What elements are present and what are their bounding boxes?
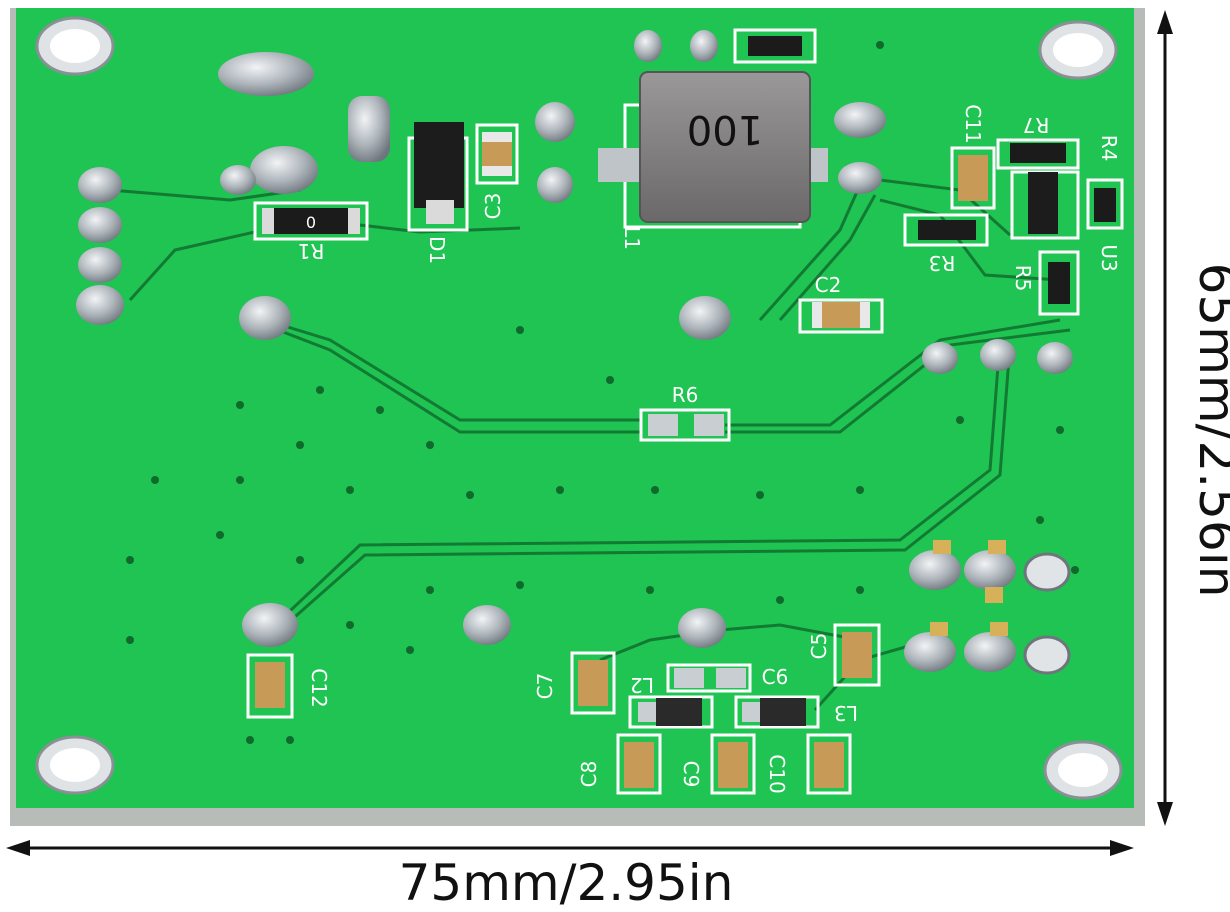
solder-joints (76, 30, 1073, 675)
label-l2: L2 (630, 673, 654, 697)
label-l1: L1 (620, 226, 644, 250)
label-c9: C9 (679, 761, 703, 788)
pcb-vias (126, 41, 1079, 744)
height-dimension-label: 65mm/2.56in (1188, 263, 1230, 598)
width-dimension-label: 75mm/2.95in (399, 854, 734, 912)
label-r1: R1 (298, 239, 325, 263)
label-r6: R6 (672, 383, 699, 407)
label-c5: C5 (807, 633, 831, 660)
label-c7: C7 (533, 673, 557, 700)
silkscreen-outlines (246, 28, 1124, 795)
label-c11: C11 (961, 104, 985, 143)
r1-marking: 0 (306, 213, 316, 232)
label-c12: C12 (307, 668, 331, 707)
dimension-arrows (6, 10, 1173, 856)
label-c2: C2 (815, 273, 842, 297)
pcb-board (16, 8, 1134, 808)
label-c10: C10 (765, 754, 789, 793)
label-c8: C8 (577, 761, 601, 788)
label-c3: C3 (481, 193, 505, 220)
label-r7: R7 (1023, 113, 1050, 137)
mounting-holes (35, 16, 1123, 800)
label-d1: D1 (425, 236, 449, 264)
inductor-marking: 100 (687, 106, 763, 152)
label-r4: R4 (1097, 135, 1121, 162)
label-c6: C6 (762, 665, 789, 689)
label-l3: L3 (834, 701, 858, 725)
label-r5: R5 (1011, 265, 1035, 292)
smd-components (255, 36, 1116, 788)
label-r3: R3 (929, 251, 956, 275)
pcb-traces (109, 178, 1071, 712)
label-u3: U3 (1097, 244, 1121, 271)
